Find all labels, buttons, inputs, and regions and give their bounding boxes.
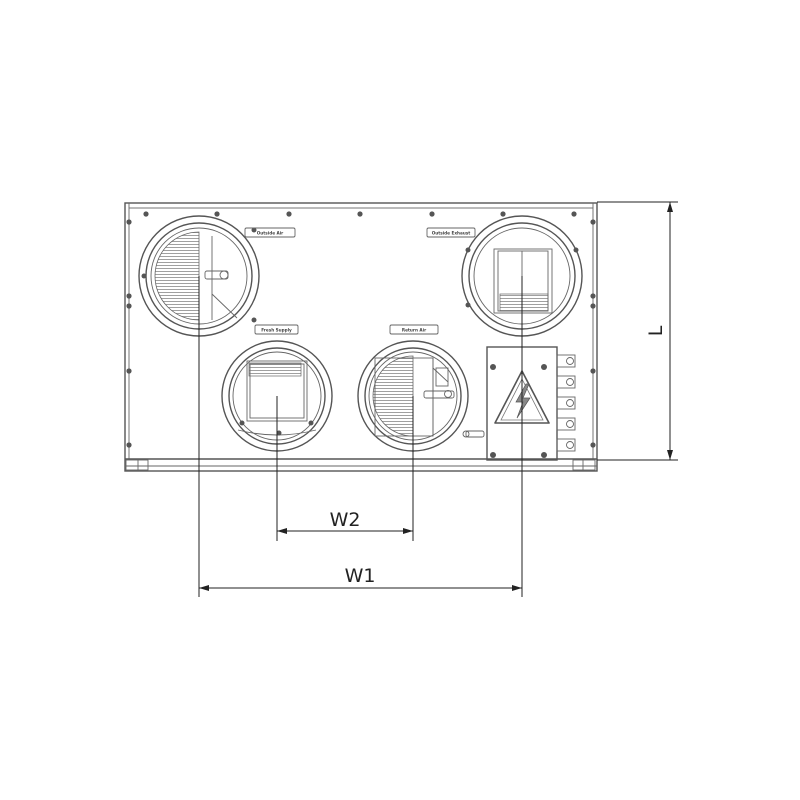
electrical-box [486,346,576,461]
bolt [126,219,132,225]
plate-return-air: Return Air [389,324,439,335]
bolt [126,442,132,448]
bolt [143,211,149,217]
bolt [590,368,596,374]
plate-return-air-label: Return Air [402,328,427,333]
cable-glands [556,354,576,452]
bolt [500,211,506,217]
bolt [590,219,596,225]
bolt [126,303,132,309]
plate-fresh-supply-label: Fresh Supply [261,328,292,333]
dimension-w2-label: W2 [330,509,361,531]
bolt [590,442,596,448]
dimension-lines [198,201,678,597]
panel-bolts [126,211,596,448]
unit-body [124,202,598,472]
bolt [126,368,132,374]
bolt [590,293,596,299]
plate-outside-air: Outside Air [244,227,296,238]
bolt [590,303,596,309]
plate-outside-air-label: Outside Air [257,231,284,236]
bolt [286,211,292,217]
plate-outside-exhaust: Outside Exhaust [426,227,476,238]
bolt [126,293,132,299]
bolt [429,211,435,217]
bolt [214,211,220,217]
bolt [571,211,577,217]
plate-outside-exhaust-label: Outside Exhaust [432,231,471,236]
dimension-l-label: L [645,325,667,336]
plate-fresh-supply: Fresh Supply [254,324,299,335]
dimension-w1-label: W1 [345,565,376,587]
bolt [357,211,363,217]
port-return-air [357,340,485,452]
